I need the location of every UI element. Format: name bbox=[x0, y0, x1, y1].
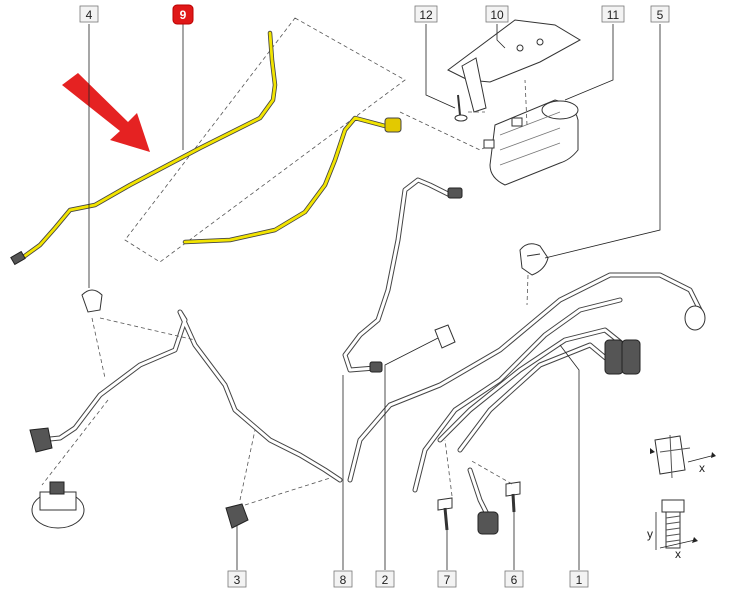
callout-6[interactable]: 6 bbox=[504, 570, 524, 588]
clip-5[interactable] bbox=[519, 243, 549, 276]
callout-7[interactable]: 7 bbox=[437, 570, 457, 588]
canister-11[interactable] bbox=[483, 99, 579, 186]
svg-text:5: 5 bbox=[657, 8, 664, 22]
inset-clip-detail bbox=[650, 434, 716, 479]
callout-8[interactable]: 8 bbox=[333, 570, 353, 588]
bolt-7[interactable] bbox=[437, 497, 453, 531]
screw-12[interactable] bbox=[454, 94, 468, 122]
clip-2[interactable] bbox=[434, 324, 456, 349]
pipe-8[interactable] bbox=[342, 177, 463, 373]
pointer-arrow bbox=[62, 73, 150, 152]
svg-text:12: 12 bbox=[419, 8, 433, 22]
bolt-6[interactable] bbox=[505, 481, 521, 513]
dim-x-top: x bbox=[699, 461, 705, 475]
callout-10[interactable]: 10 bbox=[485, 5, 509, 23]
svg-text:10: 10 bbox=[490, 8, 504, 22]
dim-y: y bbox=[647, 527, 653, 541]
inset-bolt-detail bbox=[655, 499, 698, 550]
callout-4[interactable]: 4 bbox=[79, 5, 99, 23]
svg-text:1: 1 bbox=[576, 573, 583, 587]
pipe-4[interactable] bbox=[29, 289, 343, 483]
callout-5[interactable]: 5 bbox=[650, 5, 670, 23]
callout-11[interactable]: 11 bbox=[601, 5, 625, 23]
svg-text:11: 11 bbox=[607, 8, 620, 22]
callout-1[interactable]: 1 bbox=[569, 570, 589, 588]
dashed-outline-hose-9 bbox=[124, 17, 406, 263]
yellow-hose-short[interactable] bbox=[182, 115, 402, 245]
svg-text:4: 4 bbox=[86, 8, 93, 22]
svg-text:2: 2 bbox=[382, 573, 389, 587]
valve-3[interactable] bbox=[225, 503, 249, 529]
svg-text:6: 6 bbox=[511, 573, 518, 587]
dim-x-bottom: x bbox=[675, 547, 681, 561]
callout-2[interactable]: 2 bbox=[375, 570, 395, 588]
pump-base[interactable] bbox=[31, 481, 85, 529]
pipe-assembly-1[interactable] bbox=[347, 272, 706, 535]
callout-12[interactable]: 12 bbox=[414, 5, 438, 23]
callout-3[interactable]: 3 bbox=[227, 570, 247, 588]
svg-text:8: 8 bbox=[340, 573, 347, 587]
callout-9[interactable]: 9 bbox=[172, 4, 194, 25]
yellow-hose-9[interactable] bbox=[10, 30, 278, 266]
leader-lines bbox=[88, 24, 661, 570]
bracket-10[interactable] bbox=[447, 19, 582, 113]
svg-text:3: 3 bbox=[234, 573, 241, 587]
svg-text:9: 9 bbox=[180, 8, 187, 22]
assembly-lines bbox=[41, 79, 529, 506]
svg-text:7: 7 bbox=[444, 573, 451, 587]
dashed-link-canister bbox=[399, 111, 501, 151]
